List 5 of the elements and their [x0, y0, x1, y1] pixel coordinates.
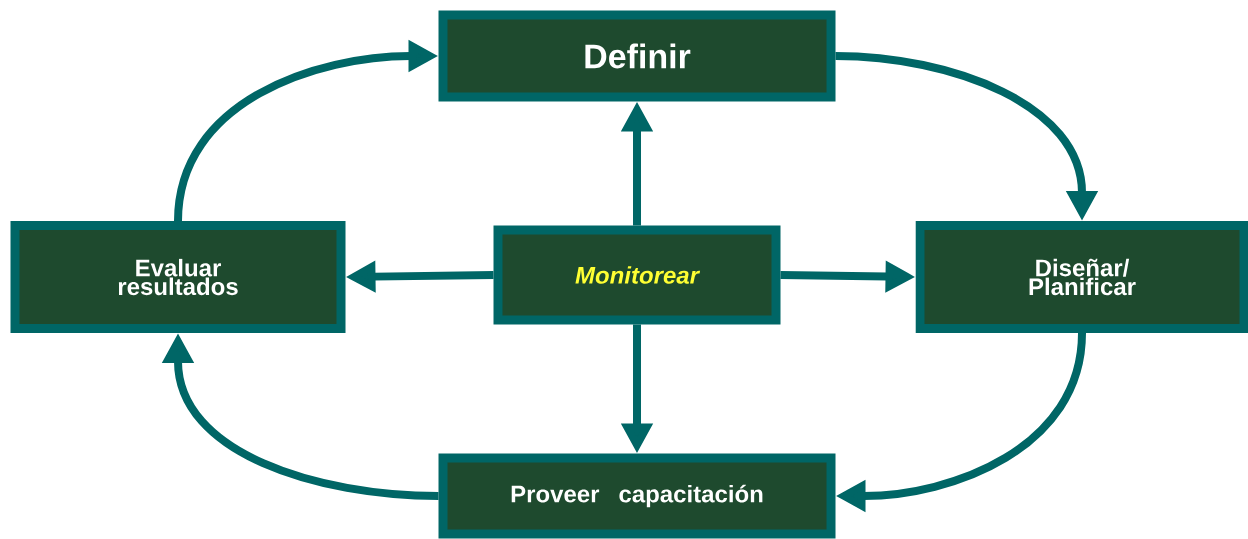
process-box: Proveer capacitación	[438, 453, 836, 539]
process-box: Evaluar resultados	[10, 221, 346, 333]
process-box: Definir	[438, 10, 836, 102]
process-box: Diseñar/ Planificar	[915, 221, 1248, 333]
process-box: Monitorear	[493, 225, 781, 325]
